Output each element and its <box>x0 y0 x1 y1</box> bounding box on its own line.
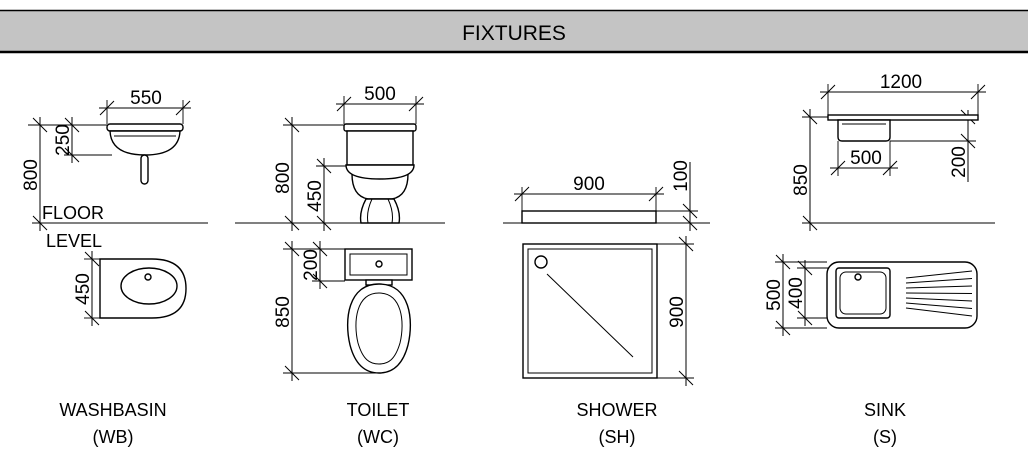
drainer-groove <box>905 297 973 302</box>
fixture-name: SINK <box>864 400 906 420</box>
shower-elevation: 900 100 <box>503 160 710 231</box>
drainer-groove <box>905 307 973 317</box>
dim-label: 500 <box>764 279 785 311</box>
dim-label: 550 <box>130 88 162 109</box>
fixture-name: WASHBASIN <box>59 400 166 420</box>
dim-label: 850 <box>273 296 294 328</box>
floor-drain <box>534 255 548 269</box>
fixture-code: (SH) <box>599 427 636 447</box>
header-bar <box>0 10 1028 52</box>
shower-tray <box>521 210 657 224</box>
dim-label: 900 <box>667 296 688 328</box>
fixture-name: TOILET <box>347 400 410 420</box>
floor-label-line2: LEVEL <box>46 231 102 251</box>
basin-bowl <box>109 130 181 156</box>
dim-label: 800 <box>21 159 42 191</box>
sink-counter <box>827 114 979 121</box>
fixture-code: (S) <box>873 427 897 447</box>
sink-plan: 500 400 <box>764 254 978 336</box>
sink-bowl <box>837 119 891 142</box>
page-title: FIXTURES <box>462 22 566 45</box>
fixture-code: (WB) <box>93 427 134 447</box>
dim-label: 850 <box>791 164 812 196</box>
drainer-groove <box>905 292 973 294</box>
toilet-plan: 200 850 <box>273 241 413 381</box>
floor-label-line1: FLOOR <box>42 203 104 223</box>
toilet-elevation: 500 800 450 <box>235 84 445 231</box>
drainer-groove <box>905 270 973 279</box>
drainer-groove <box>905 302 973 309</box>
dim-label: 200 <box>301 249 322 281</box>
sink-waste <box>854 273 862 281</box>
dim-label: 500 <box>364 84 396 105</box>
seat-lid <box>345 164 415 180</box>
bowl-plan <box>347 283 411 374</box>
dim-label: 500 <box>850 148 882 169</box>
dim-label: 250 <box>53 124 74 156</box>
basin-waste-pipe <box>140 154 149 185</box>
washbasin-elevation: 550 250 800 FLOOR LEVEL <box>21 88 208 251</box>
pedestal <box>359 198 401 224</box>
dim-label: 900 <box>573 174 605 195</box>
dim-label: 450 <box>305 180 326 212</box>
fixture-code: (WC) <box>357 427 399 447</box>
drainer-groove <box>905 285 973 289</box>
sink-bowl-plan <box>835 267 891 319</box>
drainer-grooves <box>905 270 973 317</box>
dim-label: 100 <box>671 160 692 192</box>
basin-rim <box>106 123 184 132</box>
flush-button <box>375 260 383 268</box>
fixture-name: SHOWER <box>577 400 658 420</box>
shower-plan: 900 <box>522 236 694 386</box>
washbasin-plan: 450 <box>73 251 187 326</box>
fall-line <box>546 273 634 358</box>
drainer-groove <box>905 278 973 284</box>
header: FIXTURES <box>0 9 1028 54</box>
dim-label: 200 <box>949 146 970 178</box>
dim-label: 450 <box>73 273 94 305</box>
dim-label: 1200 <box>880 72 922 93</box>
pedestal-detail <box>367 198 393 224</box>
basin-bowl-plan <box>120 267 178 305</box>
sink-elevation: 1200 500 200 850 <box>791 72 995 231</box>
tank-body <box>346 130 414 166</box>
tank-lid <box>343 123 417 132</box>
dim-label: 400 <box>786 277 807 309</box>
dim-label: 800 <box>273 162 294 194</box>
tap-hole <box>144 273 152 281</box>
sink-bowl-plan-inner <box>839 271 887 315</box>
shower-tray-inner <box>527 248 653 374</box>
bowl-plan-inner <box>355 292 403 365</box>
tank-plan-inner <box>349 253 408 276</box>
